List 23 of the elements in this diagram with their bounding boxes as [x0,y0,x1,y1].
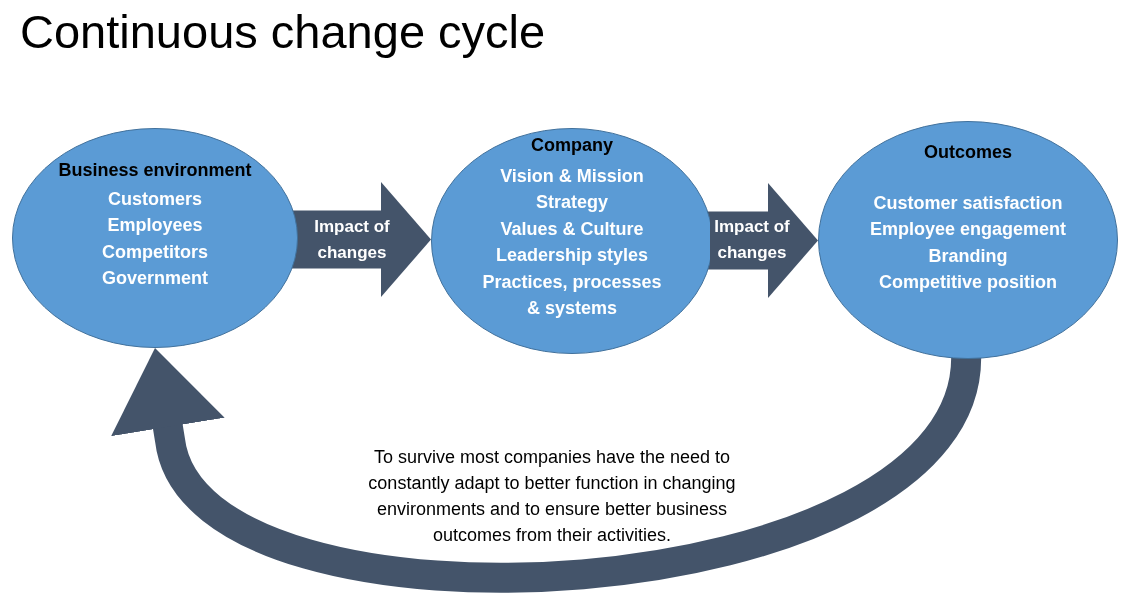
description-text: To survive most companies have the need to constantly adapt to better function in changing environments and to ensure better business outcomes from their activities. [367,446,737,547]
list-item: Competitive position [879,271,1057,294]
ellipse-node [818,121,1118,359]
ellipse-node [12,128,298,348]
list-item: Vision & Mission [500,164,644,188]
block-arrow [707,183,818,298]
list-item: Customer satisfaction [873,191,1063,215]
list-item: Customers [108,187,202,211]
node-heading: Business environment [58,159,252,182]
list-item: Competitors [102,240,208,264]
node-heading: Outcomes [924,141,1012,164]
list-item: Branding [928,244,1008,268]
list-item: Strategy [536,191,608,214]
list-item: Values & Culture [500,217,644,241]
list-item: Employees [107,214,203,237]
ellipse-node [431,128,713,354]
block-arrow [291,182,431,297]
list-item: Practices, processes & systems [481,270,663,320]
list-item: Government [102,267,208,290]
node-heading: Company [531,134,613,157]
list-item: Leadership styles [495,244,649,267]
page-title: Continuous change cycle [20,4,546,60]
list-item: Employee engagement [869,218,1067,241]
